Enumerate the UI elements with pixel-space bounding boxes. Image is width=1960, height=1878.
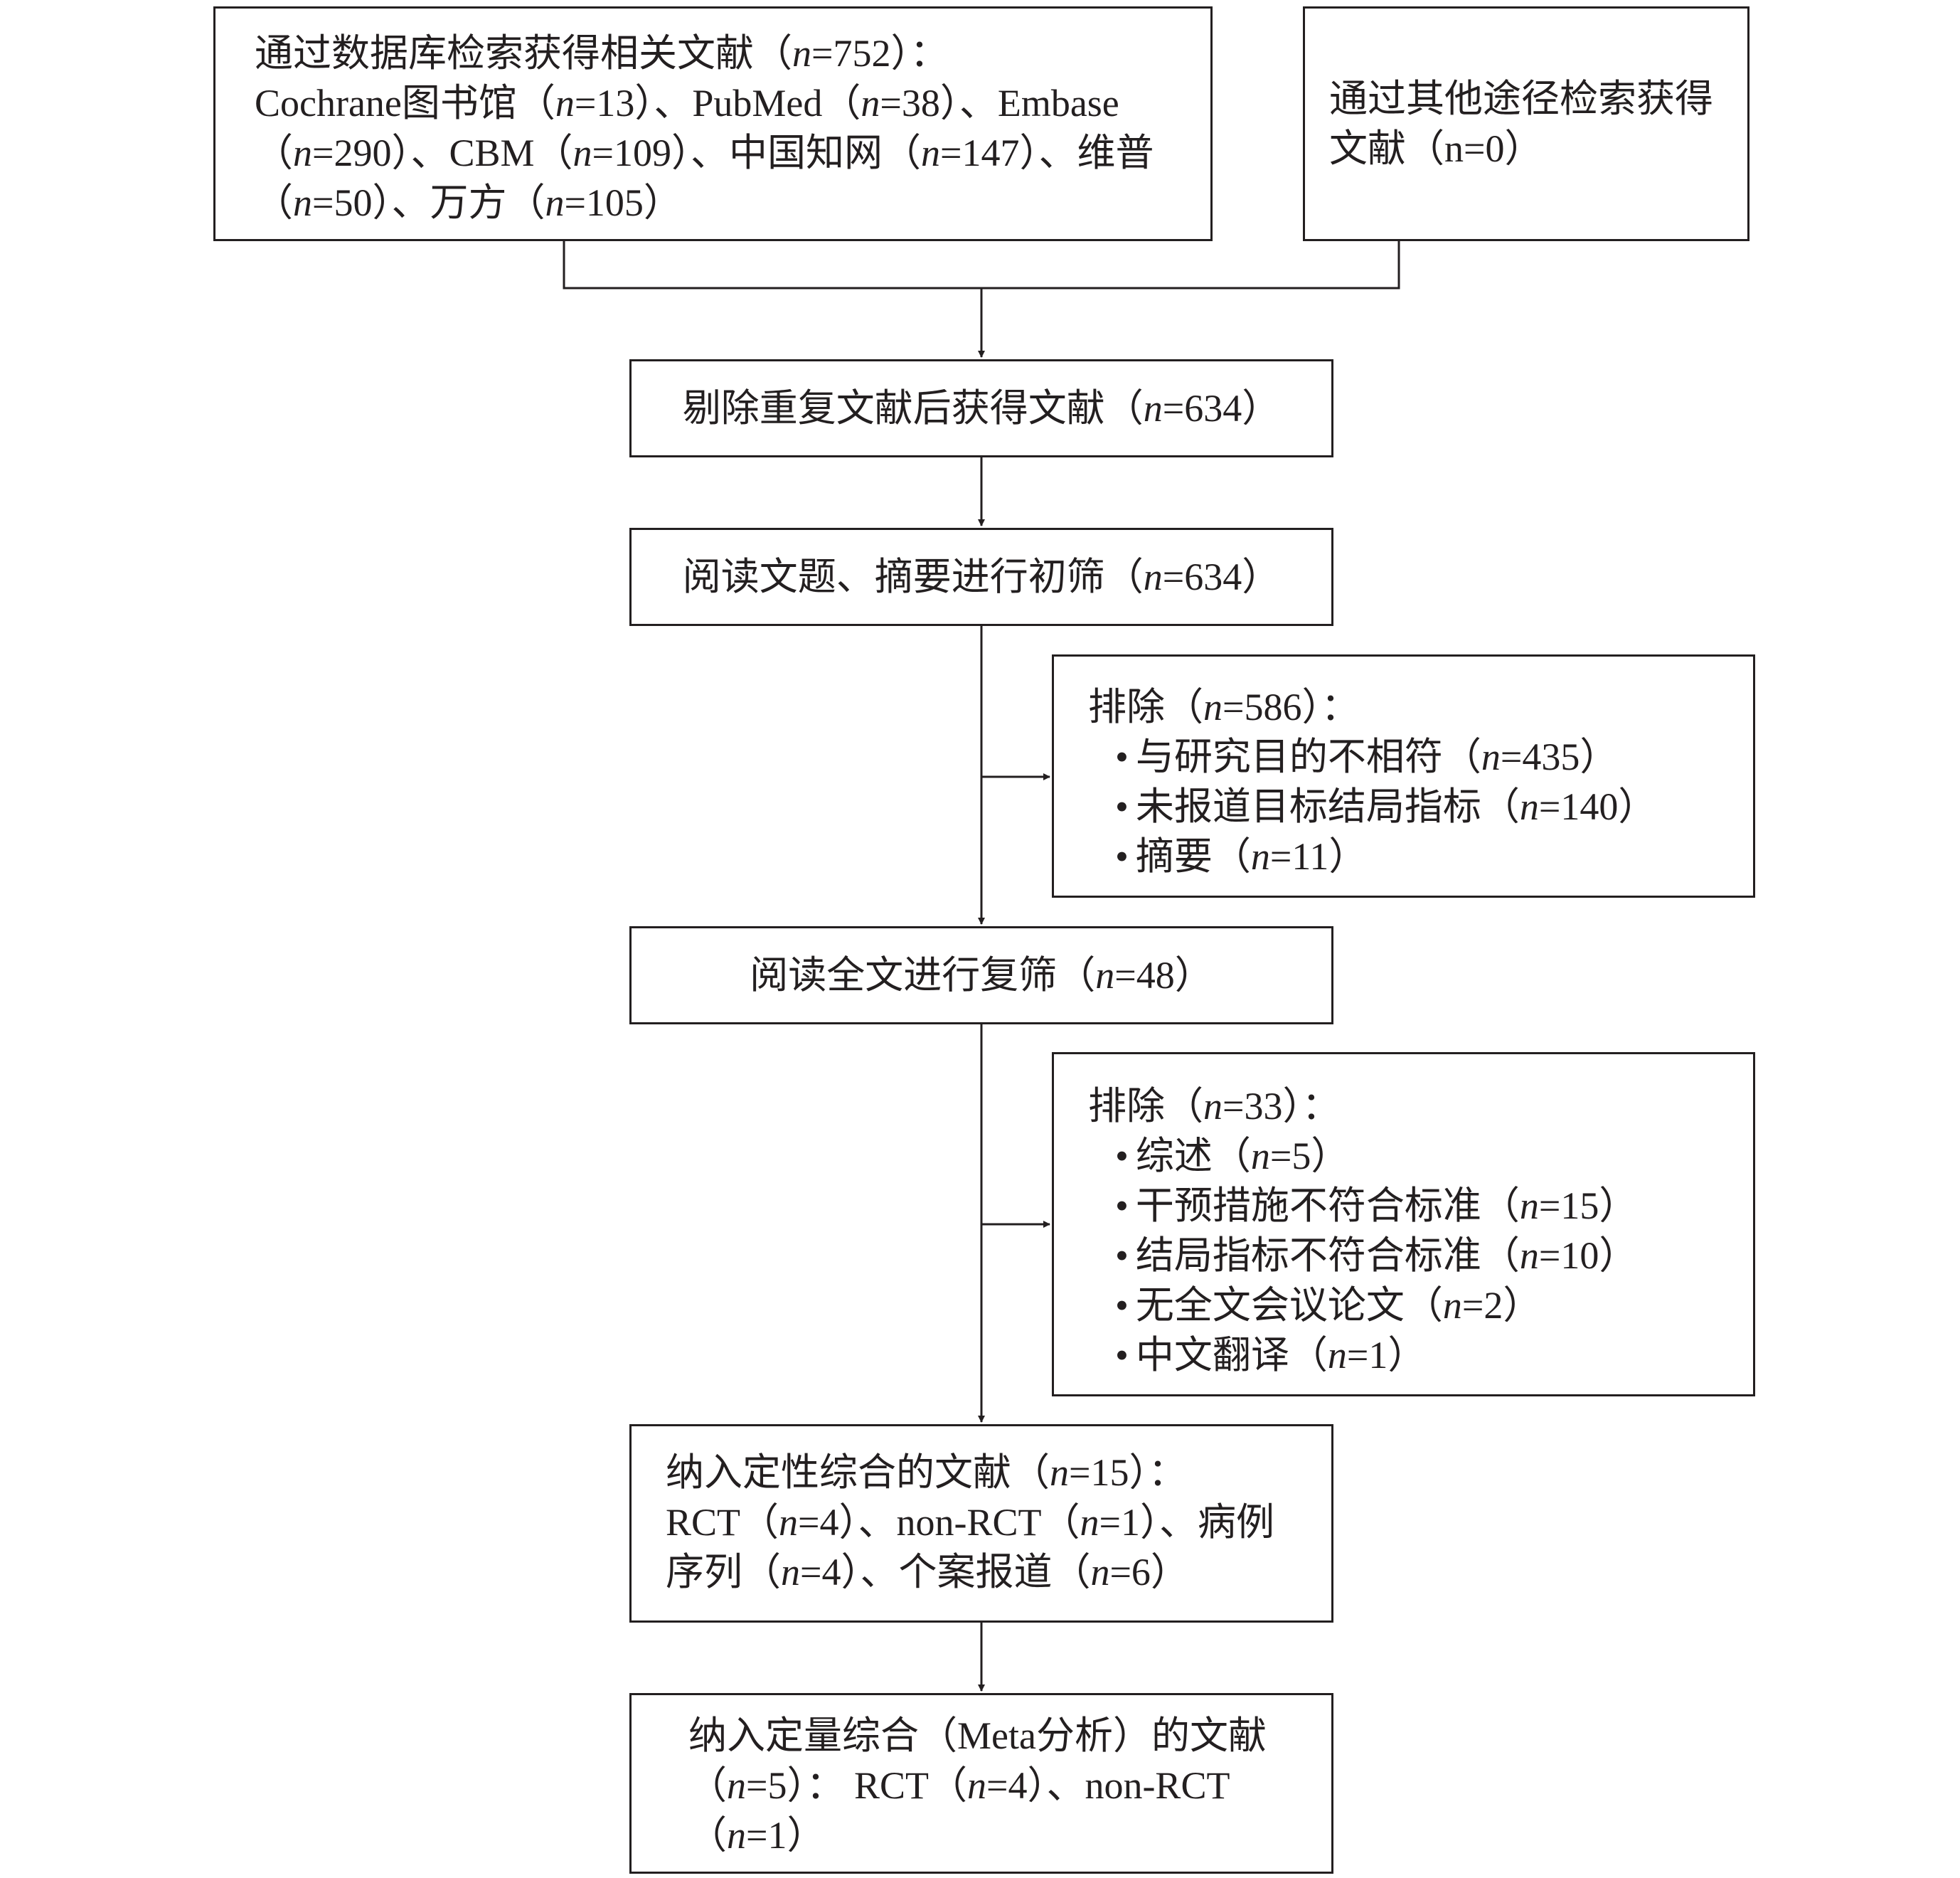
after-dedup-box: 剔除重复文献后获得文献（n=634） (629, 359, 1333, 457)
exclusion-box-1: 排除（n=586）： 与研究目的不相符（n=435） 未报道目标结局指标（n=1… (1052, 654, 1755, 898)
exclusion-header: 排除（n=586）： (1088, 686, 1360, 728)
text-line: 通过其他途径检索获得 (1329, 78, 1713, 120)
text-line: RCT（n=4）、non-RCT（n=1）、病例 (666, 1501, 1274, 1544)
text-line: 通过数据库检索获得相关文献（n=752）： (255, 32, 949, 75)
exclusion-item: 摘要（n=11） (1088, 832, 1753, 881)
merge-connector (563, 241, 1400, 290)
text-line: 剔除重复文献后获得文献（n=634） (682, 387, 1281, 430)
database-search-box: 通过数据库检索获得相关文献（n=752）： Cochrane图书馆（n=13）、… (213, 6, 1213, 241)
exclusion-item: 中文翻译（n=1） (1088, 1330, 1753, 1380)
exclusion-item: 未报道目标结局指标（n=140） (1088, 782, 1753, 832)
exclusion-item: 无全文会议论文（n=2） (1088, 1280, 1753, 1330)
text-line: （n=290）、CBM（n=109）、中国知网（n=147）、维普 (255, 132, 1154, 174)
qualitative-synthesis-box: 纳入定性综合的文献（n=15）： RCT（n=4）、non-RCT（n=1）、病… (629, 1424, 1333, 1623)
text-line: （n=5）： RCT（n=4）、non-RCT (688, 1764, 1230, 1807)
full-text-screen-box: 阅读全文进行复筛（n=48） (629, 926, 1333, 1024)
exclusion-header: 排除（n=33）： (1088, 1085, 1341, 1128)
text-line: 纳入定量综合（Meta分析）的文献 (688, 1714, 1267, 1757)
text-line: 纳入定性综合的文献（n=15）： (666, 1451, 1187, 1494)
other-sources-box: 通过其他途径检索获得 文献（n=0） (1303, 6, 1749, 241)
exclusion-item: 与研究目的不相符（n=435） (1088, 732, 1753, 782)
quantitative-synthesis-box: 纳入定量综合（Meta分析）的文献 （n=5）： RCT（n=4）、non-RC… (629, 1693, 1333, 1874)
text-line: 序列（n=4）、个案报道（n=6） (666, 1551, 1189, 1593)
text-line: 阅读全文进行复筛（n=48） (750, 954, 1213, 997)
exclusion-item: 综述（n=5） (1088, 1131, 1753, 1181)
exclusion-item: 结局指标不符合标准（n=10） (1088, 1231, 1753, 1280)
text-line: 文献（n=0） (1329, 127, 1543, 170)
text-line: （n=1） (688, 1814, 826, 1857)
title-abstract-screen-box: 阅读文题、摘要进行初筛（n=634） (629, 528, 1333, 626)
text-line: 阅读文题、摘要进行初筛（n=634） (682, 556, 1281, 598)
exclusion-item: 干预措施不符合标准（n=15） (1088, 1181, 1753, 1231)
text-line: （n=50）、万方（n=105） (255, 181, 682, 224)
exclusion-box-2: 排除（n=33）： 综述（n=5） 干预措施不符合标准（n=15） 结局指标不符… (1052, 1052, 1755, 1396)
text-line: Cochrane图书馆（n=13）、PubMed（n=38）、Embase (255, 82, 1119, 124)
